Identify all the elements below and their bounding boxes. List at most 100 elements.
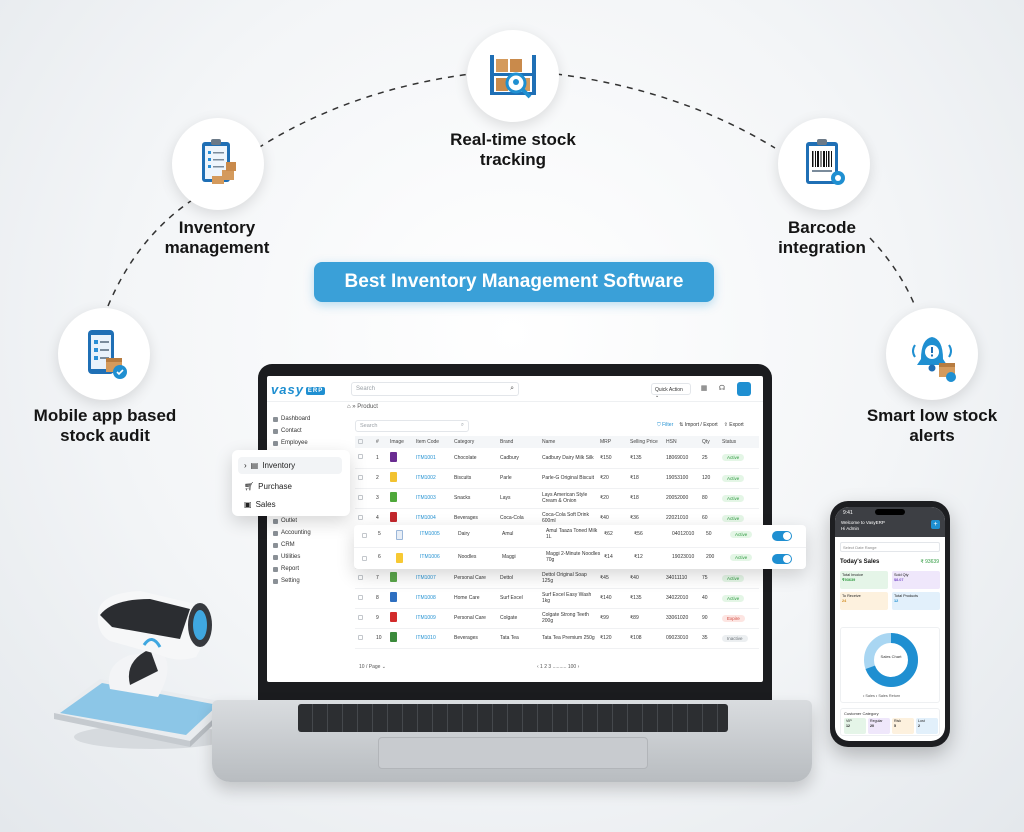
submenu-item-sales[interactable]: ▣ Sales xyxy=(244,500,276,509)
export-button[interactable]: ⇪ Export xyxy=(723,422,744,428)
item-code-link[interactable]: ITM1001 xyxy=(416,454,436,461)
row-checkbox[interactable] xyxy=(358,474,363,480)
col-mrp[interactable]: MRP xyxy=(597,436,627,448)
phone-time: 9:41 xyxy=(843,510,853,516)
inventory-icon-circle xyxy=(172,118,264,210)
phone-date-range-input[interactable]: Select Date Range xyxy=(840,542,940,552)
sidebar-item-setting[interactable]: Setting xyxy=(273,578,300,584)
submenu-item-inventory[interactable]: › ▤ Inventory xyxy=(244,461,296,470)
table-cell: 90 xyxy=(699,608,719,629)
row-checkbox[interactable] xyxy=(358,594,363,600)
table-cell xyxy=(355,488,373,509)
product-thumbnail xyxy=(390,451,397,462)
table-cell xyxy=(387,488,413,509)
row-checkbox[interactable] xyxy=(358,614,363,620)
col-qty[interactable]: Qty xyxy=(699,436,719,448)
table-cell: ITM1007 xyxy=(413,568,451,589)
status-toggle[interactable] xyxy=(772,554,792,564)
col-brand[interactable]: Brand xyxy=(497,436,539,448)
sidebar-item-contact[interactable]: Contact xyxy=(273,428,302,434)
table-cell: 19053100 xyxy=(663,468,699,489)
item-code-link[interactable]: ITM1010 xyxy=(416,635,436,641)
col-hsn[interactable]: HSN xyxy=(663,436,699,448)
sidebar-item-crm[interactable]: CRM xyxy=(273,542,295,548)
table-cell: 8 xyxy=(373,588,387,609)
item-code-link[interactable]: ITM1004 xyxy=(416,515,436,521)
row-checkbox[interactable] xyxy=(358,514,363,520)
row-checkbox[interactable] xyxy=(358,574,363,580)
table-search-input[interactable]: Search ⌕ xyxy=(355,420,469,432)
quick-action-button[interactable]: Quick Action ⌄ xyxy=(651,383,691,399)
home-icon[interactable]: ⌂ xyxy=(347,404,351,410)
per-page-select[interactable]: 10 / Page ⌄ xyxy=(359,664,386,670)
headset-icon[interactable]: ☊ xyxy=(718,385,726,392)
item-code-link[interactable]: ITM1003 xyxy=(416,495,436,501)
table-cell: ITM1003 xyxy=(413,488,451,509)
row-checkbox[interactable] xyxy=(362,533,367,538)
pagination[interactable]: ‹ 1 2 3 .......... 100 › xyxy=(537,664,580,670)
phone-card-sold-qty[interactable]: Sold Qty$8.07 xyxy=(892,571,940,589)
table-cell: ₹150 xyxy=(597,448,627,469)
col-number: # xyxy=(373,436,387,448)
global-search-input[interactable]: Search ⌕ xyxy=(351,382,519,396)
table-cell: Home Care xyxy=(451,588,497,609)
sidebar-item-accounting[interactable]: Accounting xyxy=(273,530,311,536)
calculator-icon[interactable]: ▦ xyxy=(700,385,708,392)
table-cell: Biscuits xyxy=(451,468,497,489)
row-checkbox[interactable] xyxy=(358,634,363,640)
phone-card-total-invoice[interactable]: Total Invoice₹93639 xyxy=(840,571,888,589)
sidebar-item-dashboard[interactable]: Dashboard xyxy=(273,416,310,422)
table-row[interactable]: 6 ITM1006 Noodles Maggi Maggi 2-Minute N… xyxy=(354,547,806,569)
table-row[interactable]: 5 ITM1005 Dairy Amul Amul Taaza Toned Mi… xyxy=(354,525,806,547)
table-cell: ₹120 xyxy=(597,628,627,649)
row-checkbox[interactable] xyxy=(362,556,367,561)
table-cell: ₹135 xyxy=(627,588,663,609)
filter-button[interactable]: ⛉ Filter xyxy=(657,422,674,428)
sidebar-item-utilities[interactable]: Utilities xyxy=(273,554,300,560)
clipboard-boxes-icon xyxy=(202,139,236,184)
table-cell xyxy=(355,588,373,609)
table-cell: Colgate Strong Teeth 200g xyxy=(539,608,597,629)
import-export-button[interactable]: ⇅ Import / Export xyxy=(679,422,718,428)
table-cell: ITM1001 xyxy=(413,448,451,469)
col-selling-price[interactable]: Selling Price xyxy=(627,436,663,448)
table-cell: Personal Care xyxy=(451,608,497,629)
sidebar-item-employee[interactable]: Employee xyxy=(273,440,308,446)
sidebar-item-report[interactable]: Report xyxy=(273,566,299,572)
item-code-link[interactable]: ITM1007 xyxy=(416,575,436,581)
status-toggle[interactable] xyxy=(772,531,792,541)
product-thumbnail xyxy=(390,572,397,582)
profile-button[interactable] xyxy=(737,382,751,396)
col-category[interactable]: Category xyxy=(451,436,497,448)
submenu-item-purchase[interactable]: 🛒︎ Purchase xyxy=(244,482,292,491)
row-checkbox[interactable] xyxy=(358,494,363,500)
item-code-link[interactable]: ITM1002 xyxy=(416,475,436,481)
select-all-checkbox[interactable] xyxy=(358,438,363,444)
sidebar-item-outlet[interactable]: Outlet xyxy=(273,518,297,524)
phone-add-button[interactable]: + xyxy=(931,520,940,529)
table-cell: ₹99 xyxy=(597,608,627,629)
alerts-label: Smart low stock alerts xyxy=(866,406,998,445)
col-status[interactable]: Status xyxy=(719,436,759,448)
item-code-link[interactable]: ITM1008 xyxy=(416,595,436,601)
row-checkbox[interactable] xyxy=(358,454,363,460)
col-item-code[interactable]: Item Code xyxy=(413,436,451,448)
status-badge: Active xyxy=(722,574,745,582)
item-code-link[interactable]: ITM1009 xyxy=(416,615,436,621)
col-name[interactable]: Name xyxy=(539,436,597,448)
